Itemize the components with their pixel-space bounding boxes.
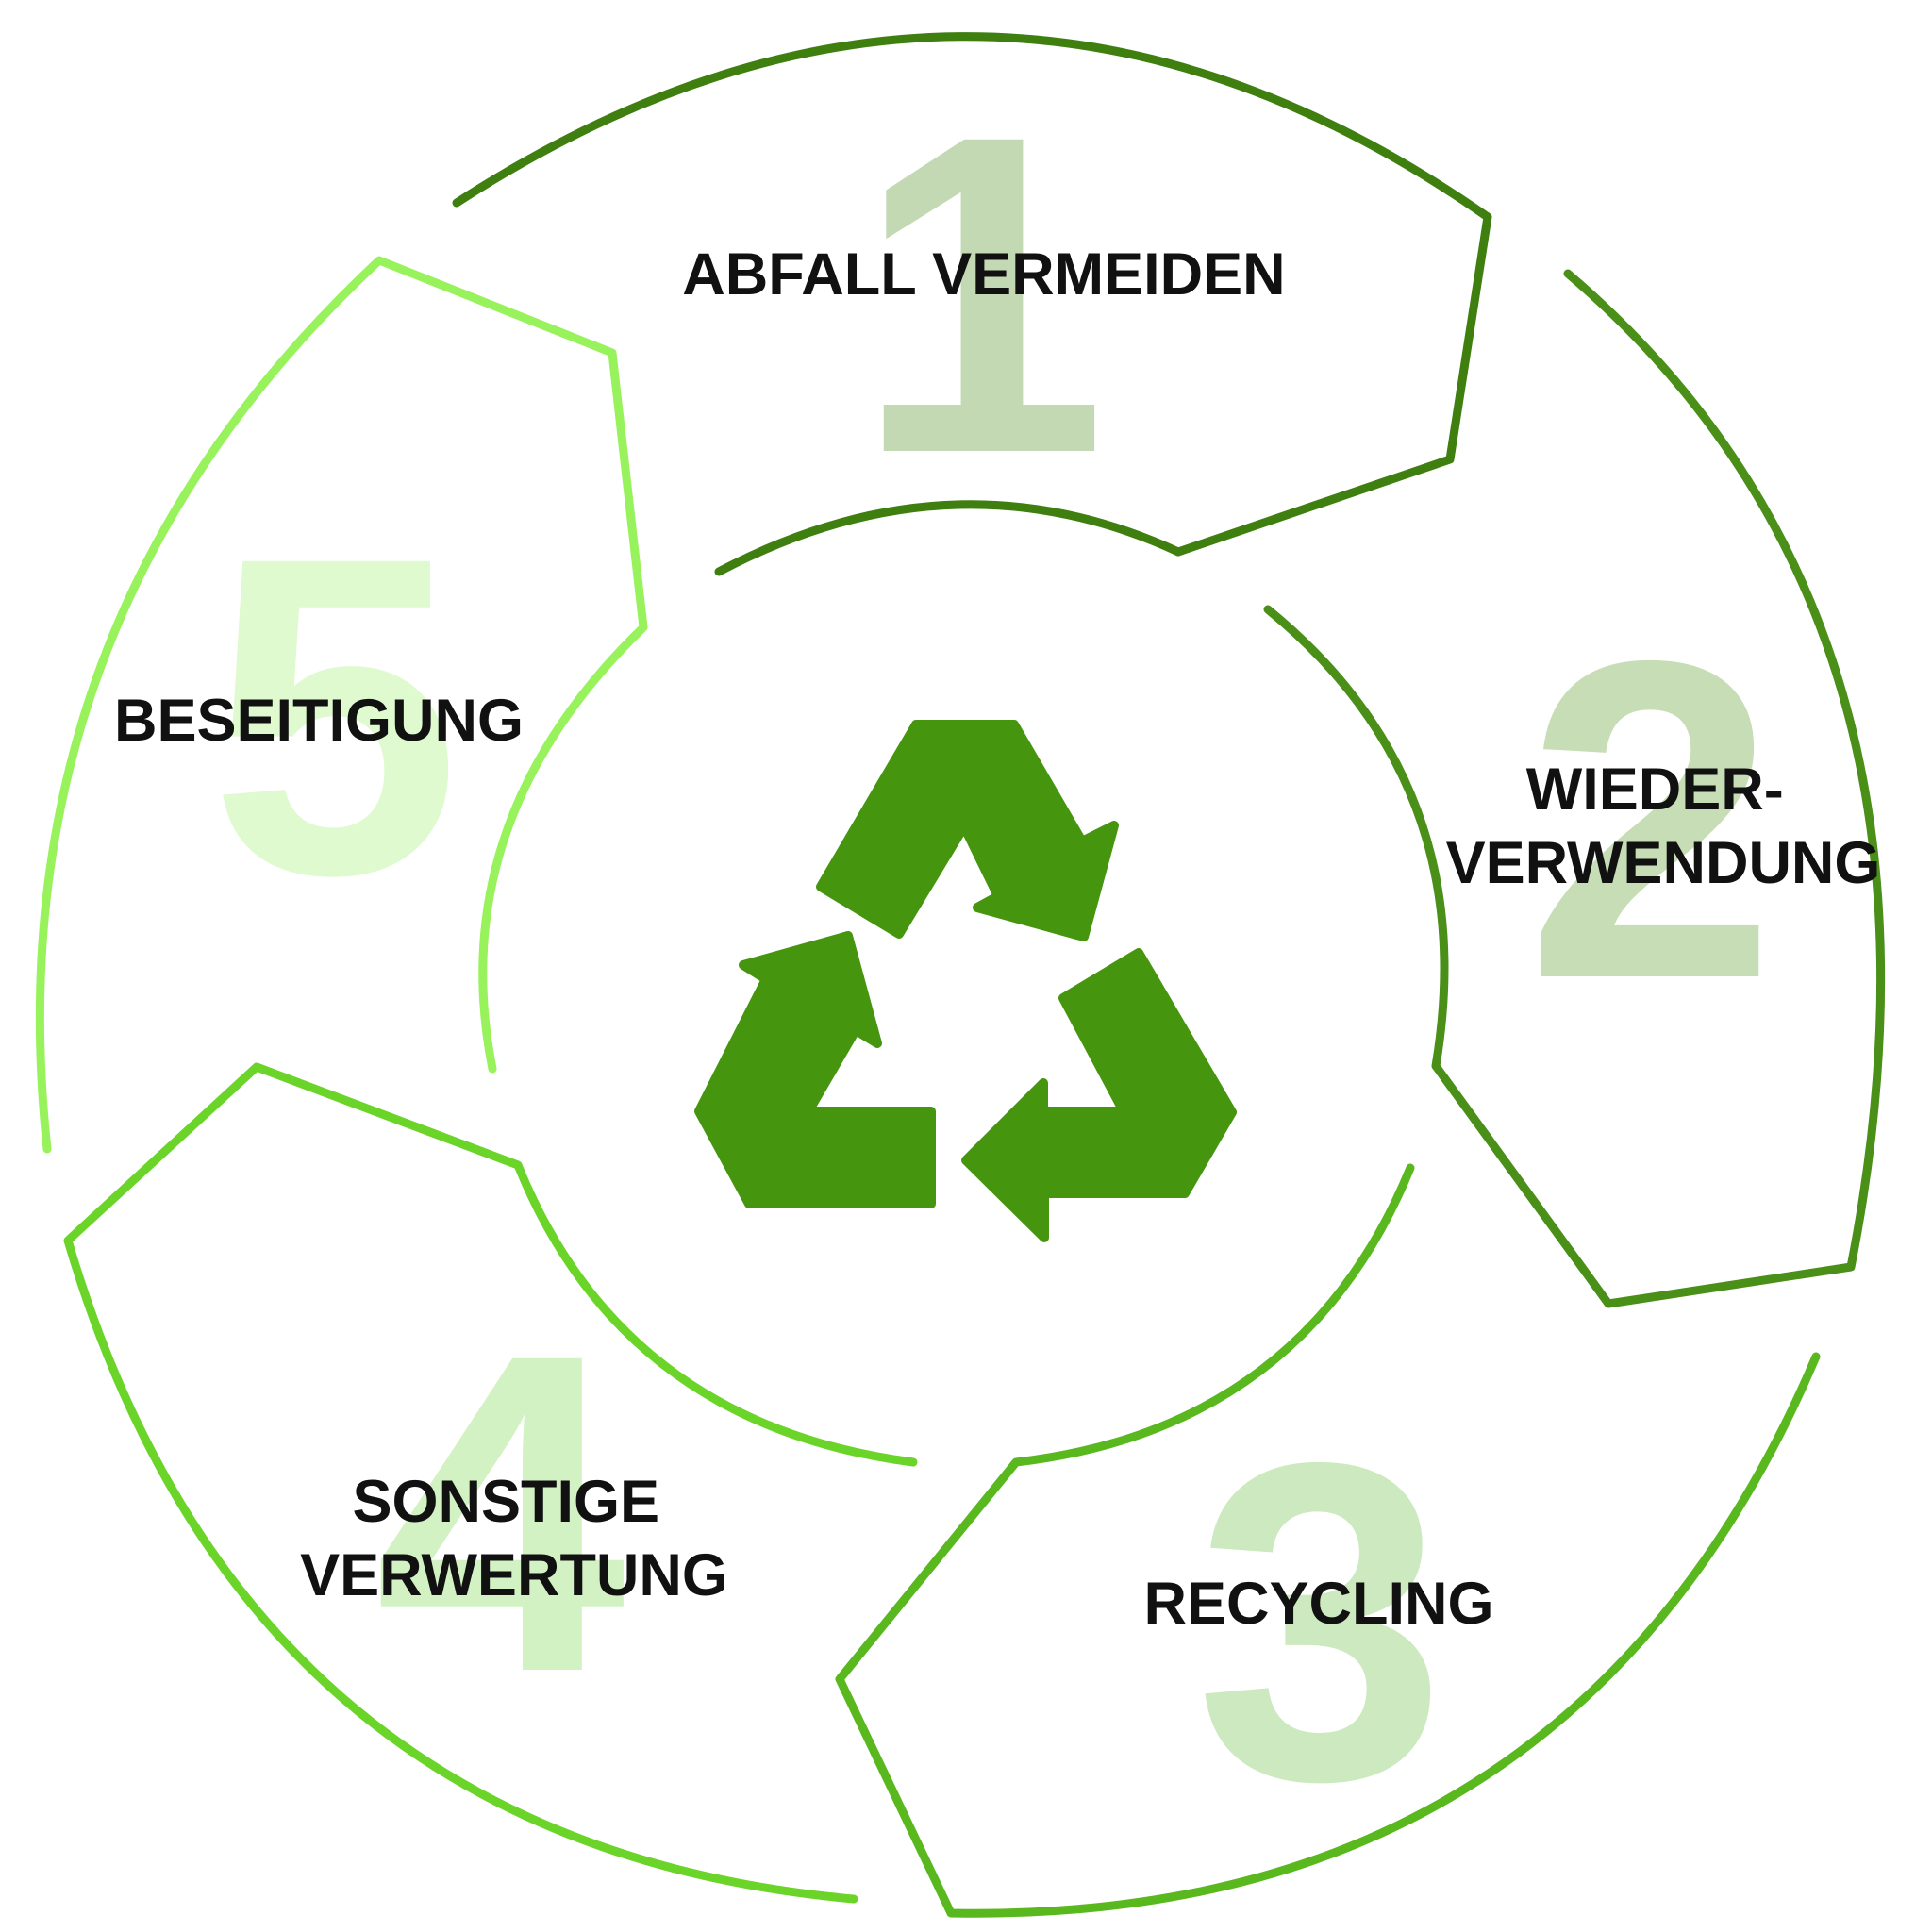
step-2-label-line-1: WIEDER-	[1526, 757, 1784, 823]
step-3-label-line-1: RECYCLING	[1143, 1571, 1493, 1637]
step-4-label: SONSTIGE VERWERTUNG	[300, 1469, 728, 1608]
step-5: 5 BESEITIGUNG	[35, 256, 648, 1154]
step-5-label: BESEITIGUNG	[114, 688, 524, 754]
step-3-label: RECYCLING	[1143, 1571, 1493, 1637]
recycle-arrow-right	[961, 948, 1237, 1242]
step-5-segment-outline	[35, 256, 648, 1154]
step-5-label-line-1: BESEITIGUNG	[114, 688, 524, 754]
step-4-label-line-2: VERWERTUNG	[300, 1542, 728, 1608]
step-2-segment-outline	[1263, 269, 1886, 1308]
recycle-arrow-left	[694, 931, 936, 1208]
step-4-numeral: 4	[375, 1259, 629, 1766]
step-1-label: ABFALL VERMEIDEN	[682, 242, 1285, 308]
recycle-icon	[694, 720, 1237, 1242]
step-3-segment-outline	[835, 1163, 1821, 1918]
step-1: 1 ABFALL VERMEIDEN	[452, 32, 1492, 576]
step-5-numeral: 5	[209, 462, 461, 969]
step-2-label: WIEDER- VERWENDUNG	[1446, 757, 1881, 896]
step-4: 4 SONSTIGE VERWERTUNG	[63, 1062, 918, 1904]
step-2-numeral: 2	[1525, 566, 1777, 1073]
step-2: 2 WIEDER- VERWENDUNG	[1263, 269, 1886, 1308]
step-4-label-line-1: SONSTIGE	[352, 1469, 659, 1535]
recycle-arrow-top	[816, 720, 1119, 941]
step-3-numeral: 3	[1195, 1368, 1447, 1874]
step-1-segment-outline	[452, 32, 1492, 576]
step-1-numeral: 1	[856, 41, 1108, 547]
step-2-label-line-2: VERWENDUNG	[1446, 830, 1881, 896]
step-3: 3 RECYCLING	[835, 1163, 1821, 1918]
step-4-segment-outline	[63, 1062, 918, 1904]
step-1-label-line-1: ABFALL VERMEIDEN	[682, 242, 1285, 308]
